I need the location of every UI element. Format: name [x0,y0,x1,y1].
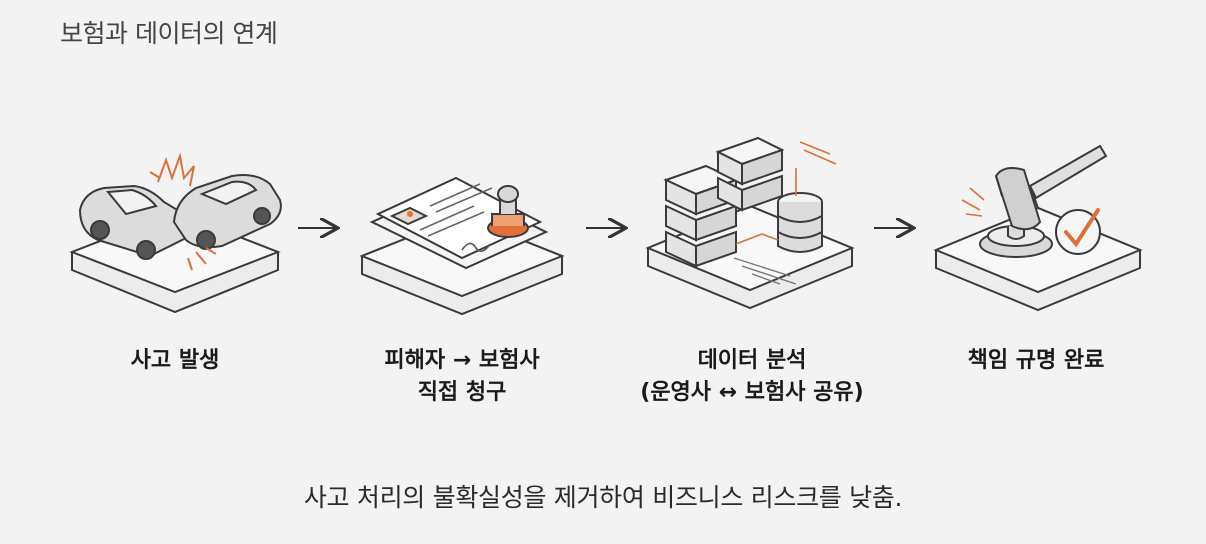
step-2-line1: 피해자 → 보험사 [384,348,540,373]
gavel-check-icon [961,144,1108,258]
step-3-line2: (운영사 ↔ 보험사 공유) [640,380,864,405]
footer-caption: 사고 처리의 불확실성을 제거하여 비즈니스 리스크를 낮춤. [303,483,903,512]
server-database-icon [663,136,837,285]
step-3-line1: 데이터 분석 [697,348,807,373]
step-1-line1: 사고 발생 [130,348,220,373]
step-2-line2: 직접 청구 [417,380,507,405]
car-crash-icon [78,152,282,271]
diagram-title: 보험과 데이터의 연계 [60,19,278,48]
step-3-label: 데이터 분석 (운영사 ↔ 보험사 공유) [620,345,884,409]
step-4-line1: 책임 규명 완료 [967,348,1105,373]
document-stamp-icon [369,176,549,270]
step-4-label: 책임 규명 완료 [906,345,1166,377]
step-2-label: 피해자 → 보험사 직접 청구 [332,345,592,409]
step-1-label: 사고 발생 [45,345,305,377]
